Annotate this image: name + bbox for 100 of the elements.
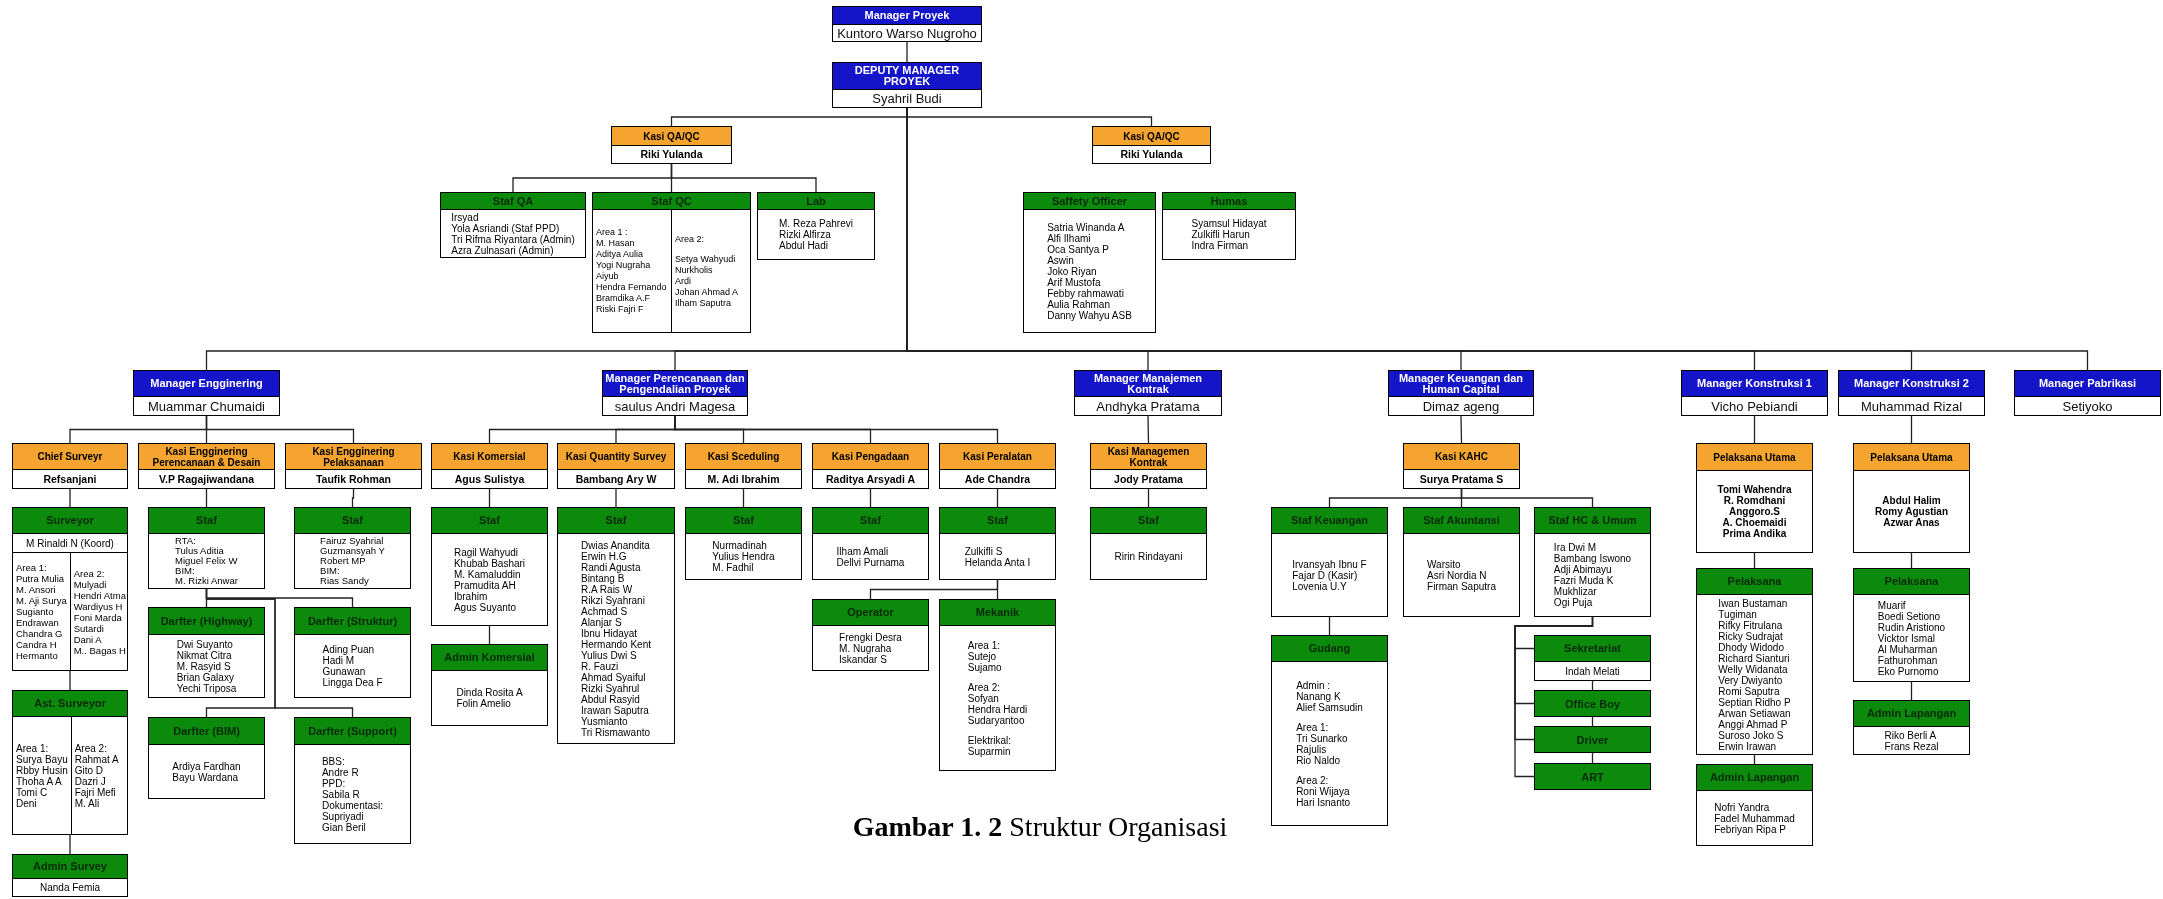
- list-text: Suroso Joko S: [1718, 729, 1784, 741]
- list-text: Ahmad Syaiful: [580, 671, 646, 683]
- list-text: Rajulis: [1296, 743, 1327, 755]
- position-title: Kasi Peralatan: [940, 444, 1055, 470]
- list-text: Dani A: [73, 633, 102, 645]
- list-text: Tomi Wahendra: [1717, 484, 1792, 495]
- list-text: R. Fauzi: [580, 660, 619, 672]
- list-text: Riski Fajri F: [596, 304, 644, 315]
- list-text: Roni Wijaya: [1296, 785, 1350, 797]
- list-text: Miguel Felix W: [175, 556, 238, 566]
- list-text: Sugianto: [16, 606, 54, 617]
- position-title: Admin Lapangan: [1854, 701, 1969, 727]
- list-text: Andre R: [321, 766, 359, 778]
- position-title: Kasi Pengadaan: [813, 444, 928, 470]
- list-text: Setya Wahyudi: [675, 253, 736, 265]
- list-text: Firman Saputra: [1427, 580, 1496, 592]
- list-text: Area 2:: [1296, 774, 1329, 786]
- list-text: Satria Winanda A: [1047, 221, 1125, 233]
- position-title: Staf: [149, 508, 264, 534]
- list-text: Prima Andika: [1722, 528, 1787, 539]
- list-text: Febriyan Ripa P: [1714, 823, 1786, 835]
- list-text: Ibrahim: [453, 590, 488, 602]
- list-text: Dokumentasi:: [321, 799, 384, 811]
- position-title: Pelaksana: [1854, 569, 1969, 595]
- org-chart-box: [2014, 370, 2161, 416]
- list-text: M. Nugraha: [839, 642, 892, 654]
- list-text: M. Rizki Anwar: [175, 576, 238, 586]
- org-chart-box: [1090, 443, 1207, 489]
- list-text: Achmad S: [580, 605, 628, 617]
- list-text: R. Romdhani: [1723, 495, 1786, 506]
- org-chart-box: [294, 607, 411, 698]
- list-text: Tugiman: [1718, 608, 1757, 620]
- list-text: Sudaryantoo: [967, 714, 1025, 726]
- list-text: Rizki Syahrul: [580, 682, 640, 694]
- org-chart-box: [133, 370, 280, 416]
- list-text: Candra H: [16, 639, 57, 650]
- position-title: Manager Perencanaan dan Pengendalian Proyek: [603, 371, 747, 397]
- list-text: Abdul Hadi: [779, 240, 828, 251]
- connector-line: [351, 488, 355, 508]
- org-chart-box: [757, 192, 875, 260]
- org-chart-box: [832, 62, 982, 108]
- list-text: Surya Bayu: [16, 753, 68, 765]
- position-title: Manager Pabrikasi: [2015, 371, 2160, 397]
- org-chart-box: [1388, 370, 1534, 416]
- list-text: Yulius Dwi S: [580, 649, 637, 661]
- list-text: Frengki Desra: [839, 631, 902, 643]
- list-text: Romi Saputra: [1718, 685, 1780, 697]
- position-title: Kasi Sceduling: [686, 444, 801, 470]
- list-text: Robert MP: [320, 556, 366, 566]
- list-text: Ogi Puja: [1553, 597, 1593, 608]
- position-title: Mekanik: [940, 600, 1055, 626]
- list-text: Fathurohman: [1877, 654, 1938, 666]
- org-chart-box: [557, 443, 675, 489]
- person-name: Taufik Rohman: [314, 471, 393, 487]
- org-chart-box: [557, 507, 675, 744]
- position-title: Manager Konstruksi 2: [1839, 371, 1984, 397]
- list-text: Wardiyus H: [73, 600, 123, 612]
- person-name: M Rinaldi N (Koord): [25, 536, 115, 551]
- list-text: Dwi Suyanto: [176, 638, 233, 650]
- person-name: Riki Yulanda: [639, 147, 704, 163]
- list-text: Ira Dwi M: [1553, 542, 1597, 553]
- person-name: Muhammad Rizal: [1859, 397, 1964, 415]
- list-text: M. Aji Surya: [16, 595, 67, 606]
- list-text: Nanda Femia: [40, 882, 100, 893]
- list-text: Mulyadi: [73, 578, 107, 590]
- list-text: Sabila R: [321, 788, 360, 800]
- position-title: Staf: [686, 508, 801, 534]
- connector-line: [1910, 415, 1913, 444]
- list-text: Sutardi: [73, 622, 104, 634]
- list-text: Rudin Aristiono: [1877, 621, 1946, 633]
- list-text: Febby rahmawati: [1047, 287, 1124, 299]
- person-name: V.P Ragajiwandana: [157, 471, 256, 487]
- position-title: Admin Lapangan: [1697, 765, 1812, 791]
- person-name: saulus Andri Magesa: [613, 397, 737, 415]
- position-title: Staf QC: [593, 193, 750, 210]
- org-chart-box: [832, 6, 982, 42]
- position-title: Staf Keuangan: [1272, 508, 1387, 534]
- org-chart-box: [939, 599, 1056, 771]
- list-text: BIM:: [175, 566, 195, 576]
- list-text: Arwan Setiawan: [1718, 707, 1791, 719]
- org-chart-box: [12, 690, 128, 835]
- person-name: Agus Sulistya: [453, 471, 526, 487]
- person-name: Muammar Chumaidi: [146, 397, 266, 415]
- person-name: Setiyoko: [2061, 397, 2114, 415]
- list-text: Asri Nordia N: [1427, 569, 1487, 581]
- list-text: Alanjar S: [580, 616, 622, 628]
- list-text: Arif Mustofa: [1047, 276, 1101, 288]
- position-title: Kasi Komersial: [432, 444, 547, 470]
- list-text: Rbby Husin: [16, 764, 68, 776]
- list-text: Pramudita AH: [453, 579, 516, 591]
- list-text: Yulius Hendra: [712, 551, 775, 562]
- list-text: Fajar D (Kasir): [1292, 569, 1358, 581]
- connector-line: [1147, 415, 1150, 444]
- list-text: Putra Mulia: [16, 573, 65, 584]
- org-chart-box: [592, 192, 751, 333]
- list-text: Ririn Rindayani: [1114, 551, 1183, 562]
- org-chart-box: [1403, 443, 1520, 489]
- list-text: Ilham Saputra: [675, 297, 732, 309]
- connector-line: [69, 488, 71, 508]
- position-title: Staf QA: [441, 193, 585, 210]
